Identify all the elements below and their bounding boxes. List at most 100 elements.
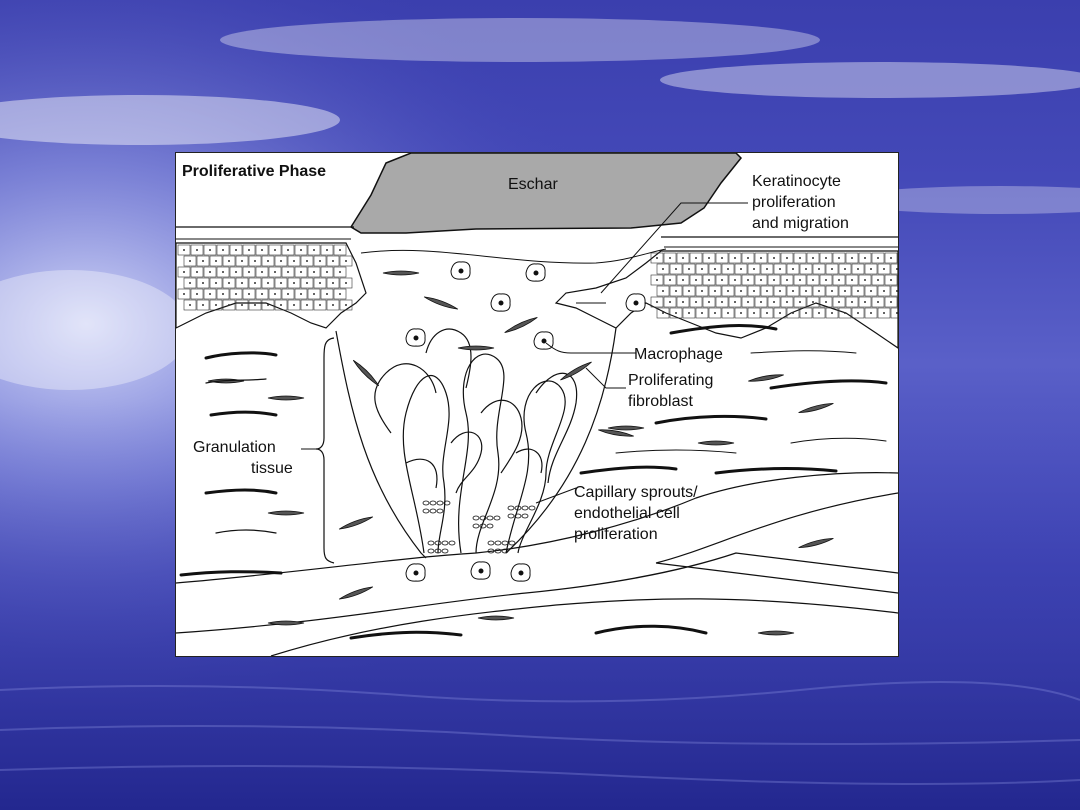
endothelial-cell: [479, 515, 487, 521]
keratinocyte-cell-nucleus: [345, 304, 347, 306]
keratinocyte-cell-nucleus: [183, 293, 185, 295]
macrophage-nucleus: [533, 270, 539, 276]
keratinocyte-cell-nucleus: [760, 257, 762, 259]
keratinocyte-cell-nucleus: [890, 257, 892, 259]
endothelial-cell: [494, 548, 502, 554]
collagen-fiber: [204, 488, 278, 495]
fibroblast-cell: [267, 620, 305, 626]
macrophage-nucleus: [518, 570, 524, 576]
keratinocyte-cell-nucleus: [669, 279, 671, 281]
endothelial-cell: [487, 540, 495, 546]
keratinocyte-cell-nucleus: [319, 260, 321, 262]
keratinocyte-cell: [294, 288, 308, 300]
keratinocyte-cell: [669, 263, 683, 275]
keratinocyte-cell-nucleus: [695, 257, 697, 259]
keratinocyte-cell-nucleus: [714, 312, 716, 314]
keratinocyte-cell-nucleus: [339, 249, 341, 251]
keratinocyte-cell: [676, 274, 690, 286]
keratinocyte-cell-nucleus: [235, 271, 237, 273]
keratinocyte-cell: [741, 252, 755, 264]
keratinocyte-cell: [235, 299, 249, 311]
keratinocyte-cell-nucleus: [740, 268, 742, 270]
keratinocyte-cell-nucleus: [209, 249, 211, 251]
keratinocyte-cell: [838, 285, 852, 297]
keratinocyte-cell: [669, 285, 683, 297]
keratinocyte-cell-nucleus: [248, 249, 250, 251]
keratinocyte-cell: [682, 285, 696, 297]
label-keratinocyte-3: and migration: [752, 215, 849, 232]
keratinocyte-cell-nucleus: [215, 304, 217, 306]
keratinocyte-cell-nucleus: [857, 312, 859, 314]
keratinocyte-cell: [656, 285, 670, 297]
keratinocyte-cell: [702, 296, 716, 308]
keratinocyte-cell-nucleus: [747, 301, 749, 303]
keratinocyte-cell-nucleus: [313, 249, 315, 251]
keratinocyte-cell-nucleus: [254, 282, 256, 284]
endothelial-cell: [528, 505, 536, 511]
keratinocyte-cell: [845, 252, 859, 264]
keratinocyte-cell: [274, 299, 288, 311]
keratinocyte-cell: [255, 244, 269, 256]
fibroblast-cell: [338, 586, 374, 600]
keratinocyte-cell-nucleus: [708, 279, 710, 281]
keratinocyte-cell-nucleus: [734, 301, 736, 303]
endothelial-cell: [508, 540, 516, 546]
keratinocyte-cell-nucleus: [261, 249, 263, 251]
keratinocyte-cell: [877, 285, 891, 297]
keratinocyte-cell: [708, 307, 722, 319]
endothelial-cell: [487, 548, 495, 554]
macrophage-nucleus: [413, 570, 419, 576]
keratinocyte-cell-nucleus: [675, 268, 677, 270]
keratinocyte-cell-nucleus: [825, 301, 827, 303]
keratinocyte-cell-nucleus: [669, 257, 671, 259]
keratinocyte-cell: [845, 296, 859, 308]
keratinocyte-cell-nucleus: [747, 279, 749, 281]
keratinocyte-cell-nucleus: [831, 312, 833, 314]
keratinocyte-cell-nucleus: [779, 268, 781, 270]
keratinocyte-cell: [825, 285, 839, 297]
label-keratinocyte-1: Keratinocyte: [752, 173, 841, 190]
keratinocyte-cell: [702, 252, 716, 264]
keratinocyte-cell: [307, 266, 321, 278]
endothelial-cell: [521, 505, 529, 511]
keratinocyte-cell-nucleus: [740, 290, 742, 292]
keratinocyte-cell-nucleus: [267, 260, 269, 262]
keratinocyte-cell: [261, 299, 275, 311]
endothelial-cells: [422, 500, 536, 554]
keratinocyte-cell: [248, 277, 262, 289]
diagram-title: Proliferative Phase: [182, 163, 327, 180]
keratinocyte-cell-nucleus: [760, 301, 762, 303]
endothelial-cell: [429, 508, 437, 514]
keratinocyte-cell-nucleus: [812, 257, 814, 259]
keratinocyte-cell: [721, 263, 735, 275]
fibroblast-cell: [423, 296, 459, 310]
keratinocyte-cell: [281, 288, 295, 300]
keratinocyte-cell-nucleus: [319, 304, 321, 306]
keratinocyte-cell-nucleus: [682, 301, 684, 303]
keratinocyte-cell: [858, 274, 872, 286]
keratinocyte-cell: [196, 255, 210, 267]
keratinocyte-cell-nucleus: [799, 279, 801, 281]
keratinocyte-cell-nucleus: [766, 312, 768, 314]
keratinocyte-cell-nucleus: [688, 268, 690, 270]
keratinocyte-cell: [300, 299, 314, 311]
keratinocyte-cell: [650, 296, 664, 308]
collagen-fiber: [714, 467, 838, 475]
collagen-fiber: [750, 350, 857, 354]
endothelial-cell: [441, 540, 449, 546]
endothelial-cell: [429, 500, 437, 506]
keratinocyte-cell: [313, 255, 327, 267]
keratinocyte-cell-nucleus: [734, 257, 736, 259]
keratinocyte-cell: [209, 255, 223, 267]
keratinocyte-cell: [838, 307, 852, 319]
keratinocyte-cell-nucleus: [786, 301, 788, 303]
water-ripples: [0, 681, 1080, 785]
keratinocyte-cell-nucleus: [864, 301, 866, 303]
keratinocyte-cell-nucleus: [326, 293, 328, 295]
keratinocyte-cell: [695, 307, 709, 319]
collagen-fiber: [790, 437, 887, 444]
keratinocyte-cell: [300, 255, 314, 267]
keratinocyte-cell-nucleus: [818, 312, 820, 314]
keratinocyte-cell: [689, 252, 703, 264]
keratinocyte-cell: [864, 263, 878, 275]
